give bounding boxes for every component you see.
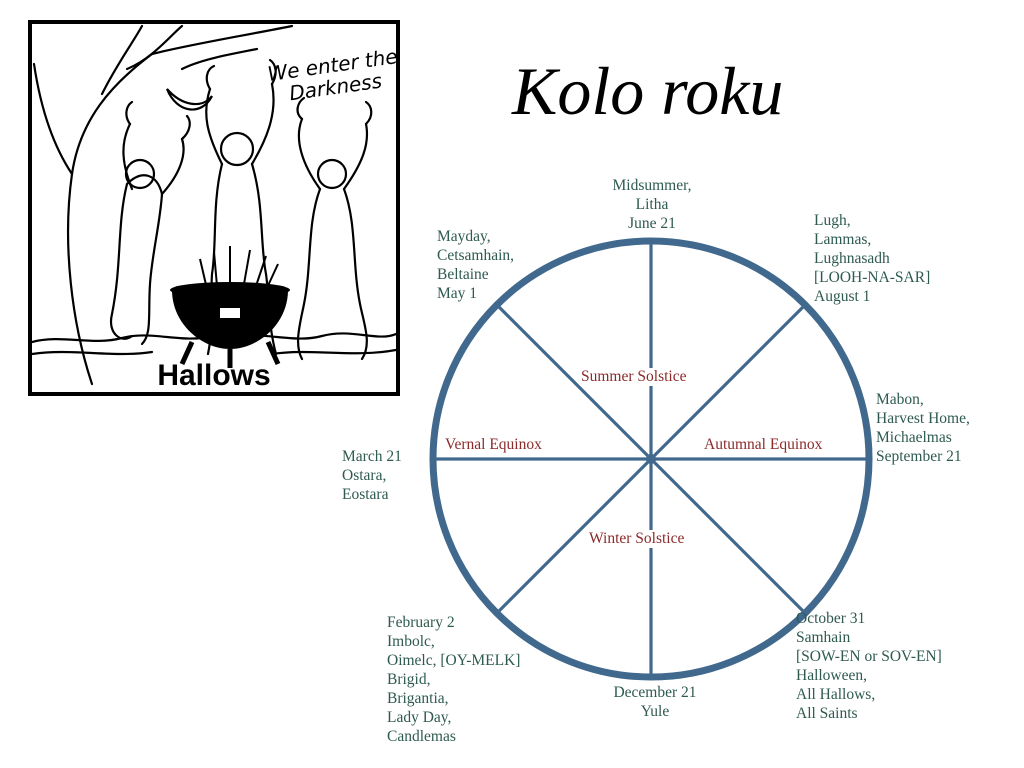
festival-line: October 31 (796, 610, 866, 627)
festival-line: Michaelmas (876, 429, 952, 446)
festival-line: Beltaine (437, 266, 489, 283)
festival-line: September 21 (876, 448, 962, 465)
hallows-illustration: We enter the Darkness Hallows (28, 20, 400, 396)
wheel-hub (646, 454, 656, 464)
hallows-drawing (32, 24, 396, 386)
winter-solstice-label: Winter Solstice (589, 530, 685, 548)
festival-line: Lugh, (814, 212, 851, 229)
festival-yule: December 21 Yule (595, 683, 715, 721)
festival-line: February 2 (387, 614, 455, 631)
festival-line: Mabon, (876, 391, 924, 408)
festival-line: Mayday, (437, 228, 491, 245)
festival-line: Samhain (796, 629, 851, 646)
festival-line: Litha (635, 196, 669, 213)
festival-midsummer: Midsummer, Litha June 21 (592, 176, 712, 233)
summer-solstice-label: Summer Solstice (581, 368, 687, 386)
festival-line: Eostara (342, 486, 389, 503)
festival-line: Yule (640, 703, 670, 720)
festival-line: Brigid, (387, 671, 431, 688)
festival-line: Halloween, (796, 667, 868, 684)
hallows-label: Hallows (157, 359, 271, 392)
festival-line: December 21 (613, 684, 697, 701)
festival-line: June 21 (628, 215, 676, 232)
festival-lugh: Lugh, Lammas, Lughnasadh [LOOH-NA-SAR] A… (814, 211, 930, 306)
festival-mayday: Mayday, Cetsamhain, Beltaine May 1 (437, 227, 514, 303)
festival-samhain: October 31 Samhain [SOW-EN or SOV-EN] Ha… (796, 609, 942, 723)
festival-ostara: March 21 Ostara, Eostara (342, 447, 402, 504)
page-title: Kolo roku (512, 53, 784, 129)
festival-line: May 1 (437, 285, 478, 302)
festival-imbolc: February 2 Imbolc, Oimelc, [OY-MELK] Bri… (387, 613, 520, 746)
festival-line: Oimelc, [OY-MELK] (387, 652, 521, 669)
festival-line: [LOOH-NA-SAR] (814, 269, 931, 286)
festival-line: Harvest Home, (876, 410, 970, 427)
festival-line: Lammas, (814, 231, 872, 248)
festival-line: Imbolc, (387, 633, 435, 650)
wheel-ring (429, 237, 873, 681)
vernal-equinox-label: Vernal Equinox (445, 436, 542, 454)
festival-mabon: Mabon, Harvest Home, Michaelmas Septembe… (876, 390, 970, 466)
festival-line: All Hallows, (796, 686, 876, 703)
festival-line: Lady Day, (387, 709, 452, 726)
festival-line: Candlemas (387, 728, 456, 745)
autumnal-equinox-label: Autumnal Equinox (704, 436, 823, 454)
festival-line: All Saints (796, 705, 858, 722)
festival-line: March 21 (342, 448, 402, 465)
festival-line: [SOW-EN or SOV-EN] (796, 648, 942, 665)
festival-line: Lughnasadh (814, 250, 890, 267)
festival-line: Midsummer, (612, 177, 692, 194)
festival-line: Brigantia, (387, 690, 449, 707)
festival-line: August 1 (814, 288, 871, 305)
festival-line: Cetsamhain, (437, 247, 515, 264)
festival-line: Ostara, (342, 467, 387, 484)
